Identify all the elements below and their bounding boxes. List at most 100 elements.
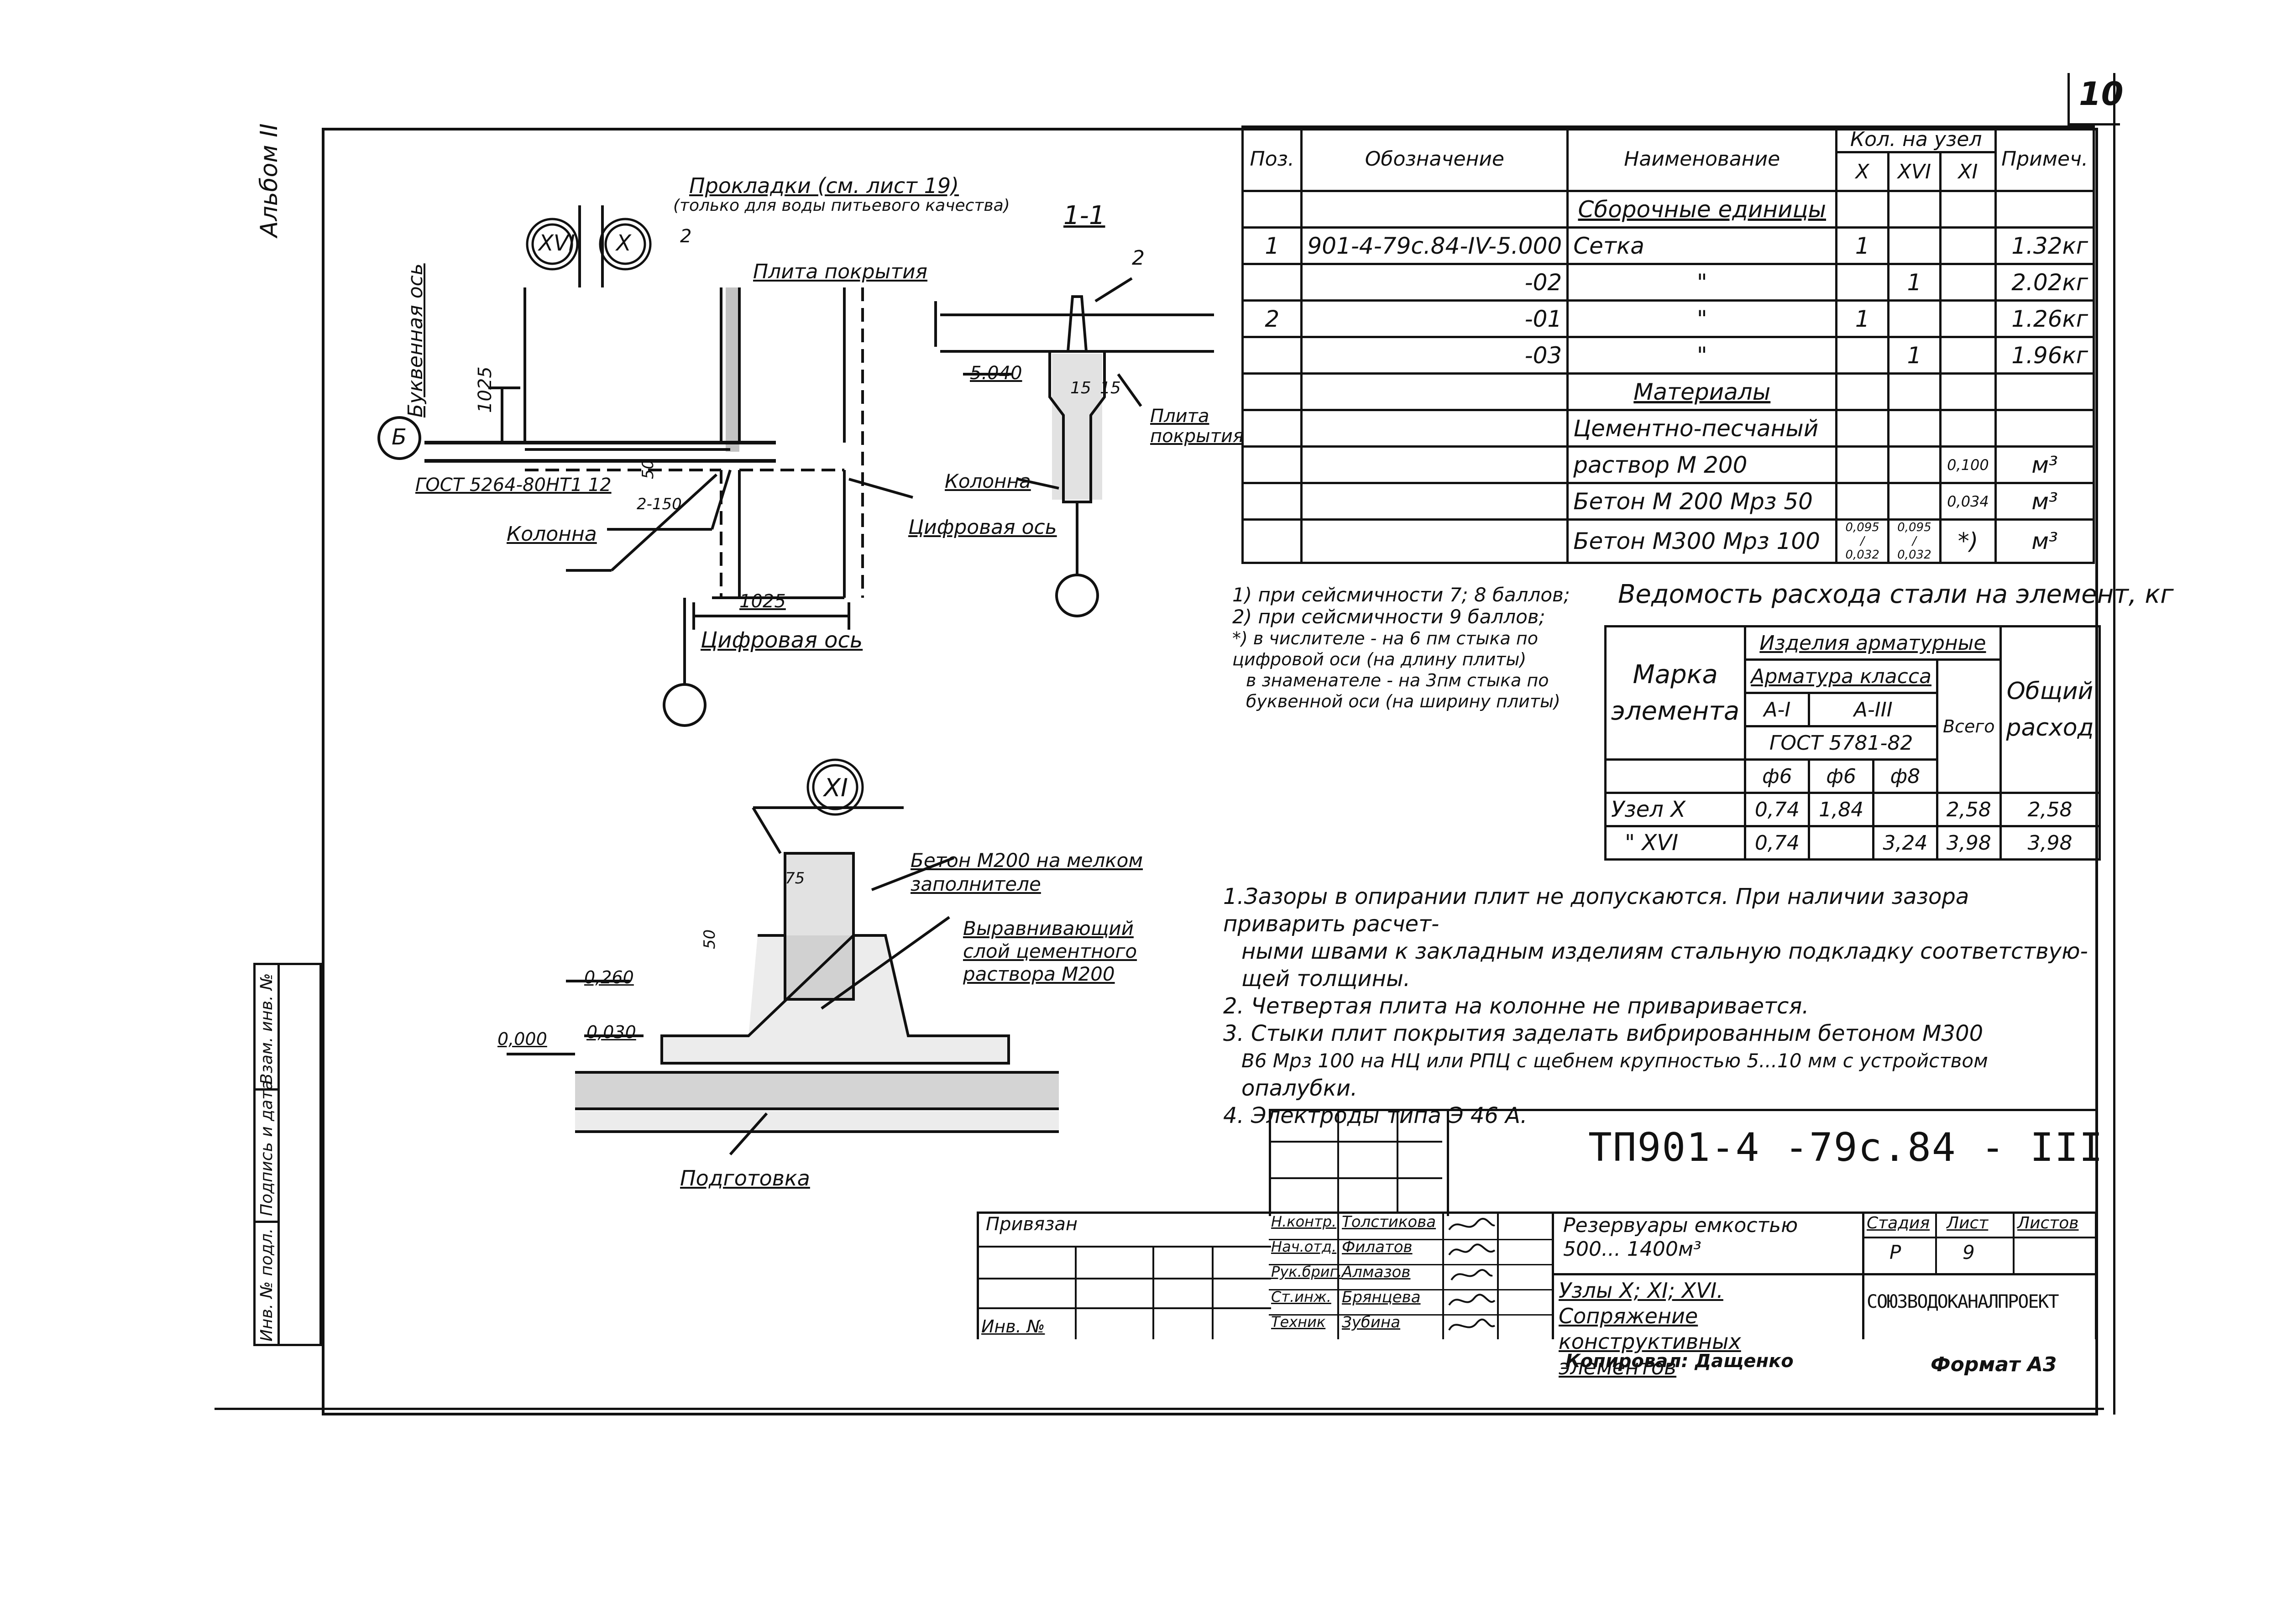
project-title-area — [1552, 1211, 2097, 1339]
dim-1025-vertical: 1025 — [475, 366, 496, 413]
signatures-grid — [1269, 1211, 1554, 1339]
spec-row: -03 " 1 1.96кг — [1241, 336, 2095, 375]
section-title: 1-1 — [1063, 201, 1105, 230]
steel-header-a3: А-III — [1808, 692, 1938, 727]
label-column-section: Колонна — [945, 470, 1031, 492]
stamp-grid-left — [1269, 1109, 1442, 1214]
note-line: В6 Мрз 100 на НЦ или РПЦ с щебнем крупно… — [1241, 1050, 1988, 1072]
label-base-layer: Подготовка — [680, 1166, 810, 1191]
page-number: 10 — [2079, 75, 2124, 113]
node-xi-label: XI — [824, 773, 848, 802]
dim-15-left: 15 — [1070, 379, 1091, 397]
label-column-plan: Колонна — [507, 522, 597, 546]
footnote-1: 1) при сейсмичности 7; 8 баллов; — [1232, 584, 1570, 606]
note-line: 4. Электроды типа Э 46 А. — [1223, 1103, 1528, 1128]
organization: СОЮЗВОДОКАНАЛПРОЕКТ — [1867, 1291, 2059, 1312]
paper-format: Формат А3 — [1931, 1353, 2057, 1376]
spec-row: 2 -01 " 1 1.26кг — [1241, 299, 2095, 338]
callout-pads-note: (только для воды питьевого качества) — [673, 196, 1010, 215]
elevation-5040: 5.040 — [970, 363, 1022, 384]
elevation-0260: 0,260 — [584, 967, 634, 987]
strip-replace-inv: Взам. инв. № — [257, 973, 276, 1085]
leader-2-plan: 2 — [680, 226, 692, 247]
section-1-1-drawing — [934, 277, 1214, 617]
steel-header-a1: А-I — [1744, 692, 1811, 727]
spec-header-name: Наименование — [1566, 125, 1838, 192]
note-line: 1.Зазоры в опирании плит не допускаются.… — [1223, 884, 1969, 937]
dim-15-right: 15 — [1100, 379, 1121, 397]
specification-table: Поз. Обозначение Наименование Кол. на уз… — [1241, 125, 2095, 564]
spec-row: Бетон М300 Мрз 100 0,095 / 0,032 0,095 /… — [1241, 518, 2095, 564]
spec-header-note: Примеч. — [1994, 125, 2095, 192]
strip-inv-no: Инв. № подл. — [257, 1228, 276, 1342]
table-row: Узел X 0,74 1,84 2,58 2,58 — [1604, 792, 2101, 827]
dim-75: 75 — [785, 869, 805, 888]
steel-header-d1: ф6 — [1744, 758, 1811, 794]
steel-header-gost: ГОСТ 5781-82 — [1744, 725, 1938, 761]
table-row: " XVI 0,74 3,24 3,98 3,98 — [1604, 825, 2101, 861]
signature-marks — [1448, 1218, 1496, 1331]
spec-section-units: Сборочные единицы — [1566, 190, 1838, 229]
spec-row: раствор М 200 0,100 м³ — [1241, 445, 2095, 484]
label-slab-plan: Плита покрытия — [753, 260, 928, 283]
spec-header-qty-x: X — [1835, 151, 1890, 192]
title-block-top — [1269, 1109, 2097, 1216]
note-line: 3. Стыки плит покрытия заделать вибриров… — [1223, 1021, 1984, 1046]
spec-row: -02 " 1 2.02кг — [1241, 263, 2095, 302]
stage-label: Стадия — [1867, 1214, 1930, 1232]
dim-1025-horizontal: 1025 — [739, 591, 786, 612]
inv-label: Инв. № — [981, 1316, 1045, 1337]
spec-header-designation: Обозначение — [1300, 125, 1569, 192]
stage-value: Р — [1889, 1241, 1901, 1264]
spec-row: Бетон М 200 Мрз 50 0,034 м³ — [1241, 482, 2095, 521]
spec-header-pos: Поз. — [1241, 125, 1303, 192]
label-gost: ГОСТ 5264-80НТ1 12 — [415, 475, 612, 496]
project-title: Резервуары емкостью 500... 1400м³ — [1563, 1214, 1798, 1261]
outer-trim-line — [215, 1408, 2104, 1410]
general-notes: 1.Зазоры в опирании плит не допускаются.… — [1223, 883, 2090, 1129]
detail-xi-drawing — [507, 758, 1059, 1155]
sheets-label: Листов — [2017, 1214, 2079, 1232]
sheet-designation: ТП901-4 -79с.84 - III — [1588, 1125, 2104, 1170]
steel-consumption-table: Марка элемента Изделия арматурные Общий … — [1604, 625, 2101, 861]
spec-header-qty-xi: XI — [1939, 151, 1997, 192]
dim-50-plan: 50 — [639, 459, 657, 479]
footnote-3: *) в числителе - на 6 пм стыка по цифров… — [1232, 628, 1538, 669]
steel-header-overall: Общий расход — [1999, 625, 2101, 794]
sheet-value: 9 — [1963, 1241, 1975, 1264]
steel-table-title: Ведомость расхода стали на элемент, кг — [1618, 580, 2174, 609]
spec-row: Цементно-песчаный — [1241, 409, 2095, 448]
album-label: Альбом II — [256, 123, 283, 237]
footnotes: 1) при сейсмичности 7; 8 баллов; 2) при … — [1232, 584, 1607, 712]
label-digit-axis-plan: Цифровая ось — [701, 627, 863, 653]
dim-50-xi: 50 — [701, 929, 719, 949]
spec-header-qty-xvi: XVI — [1887, 151, 1942, 192]
dim-2150: 2-150 — [637, 495, 682, 513]
elevation-0000: 0,000 — [497, 1029, 547, 1049]
footnote-4: в знаменателе - на 3пм стыка по буквенно… — [1246, 670, 1560, 711]
node-x-label: X — [616, 230, 631, 256]
steel-header-total: Всего — [1936, 658, 2002, 794]
label-slab-section: Плита покрытия — [1150, 406, 1244, 447]
label-letter-axis: Буквенная ось — [404, 263, 427, 418]
label-concrete-m200: Бетон М200 на мелком заполнителе — [911, 849, 1143, 895]
node-xvi-label: XVI — [539, 230, 575, 256]
strip-sign-date: Подпись и дата — [257, 1080, 276, 1216]
callout-pads: Прокладки (см. лист 19) — [689, 173, 959, 198]
steel-header-items: Изделия арматурные — [1744, 625, 2002, 661]
left-strip: Инв. № подл. Подпись и дата Взам. инв. № — [253, 963, 322, 1346]
sheet-title: Узлы X; XI; XVI. Сопряжение конструктивн… — [1559, 1278, 1741, 1379]
sheet-label: Лист — [1947, 1214, 1989, 1232]
note-line: 2. Четвертая плита на колонне не привари… — [1223, 993, 1809, 1019]
steel-header-d3: ф8 — [1872, 758, 1938, 794]
steel-header-d2: ф6 — [1808, 758, 1874, 794]
steel-header-mark: Марка элемента — [1604, 625, 1747, 761]
bound-label: Привязан — [986, 1214, 1078, 1235]
copied-by: Копировал: Дащенко — [1565, 1351, 1794, 1372]
note-line: ными швами к закладным изделиям стальную… — [1241, 939, 2088, 964]
detail-plan-drawing — [377, 205, 913, 727]
leader-2-section: 2 — [1132, 246, 1145, 270]
steel-header-rebar-class: Арматура класса — [1744, 658, 1938, 694]
spec-header-qty: Кол. на узел — [1835, 125, 1997, 153]
footnote-2: 2) при сейсмичности 9 баллов; — [1232, 606, 1545, 628]
